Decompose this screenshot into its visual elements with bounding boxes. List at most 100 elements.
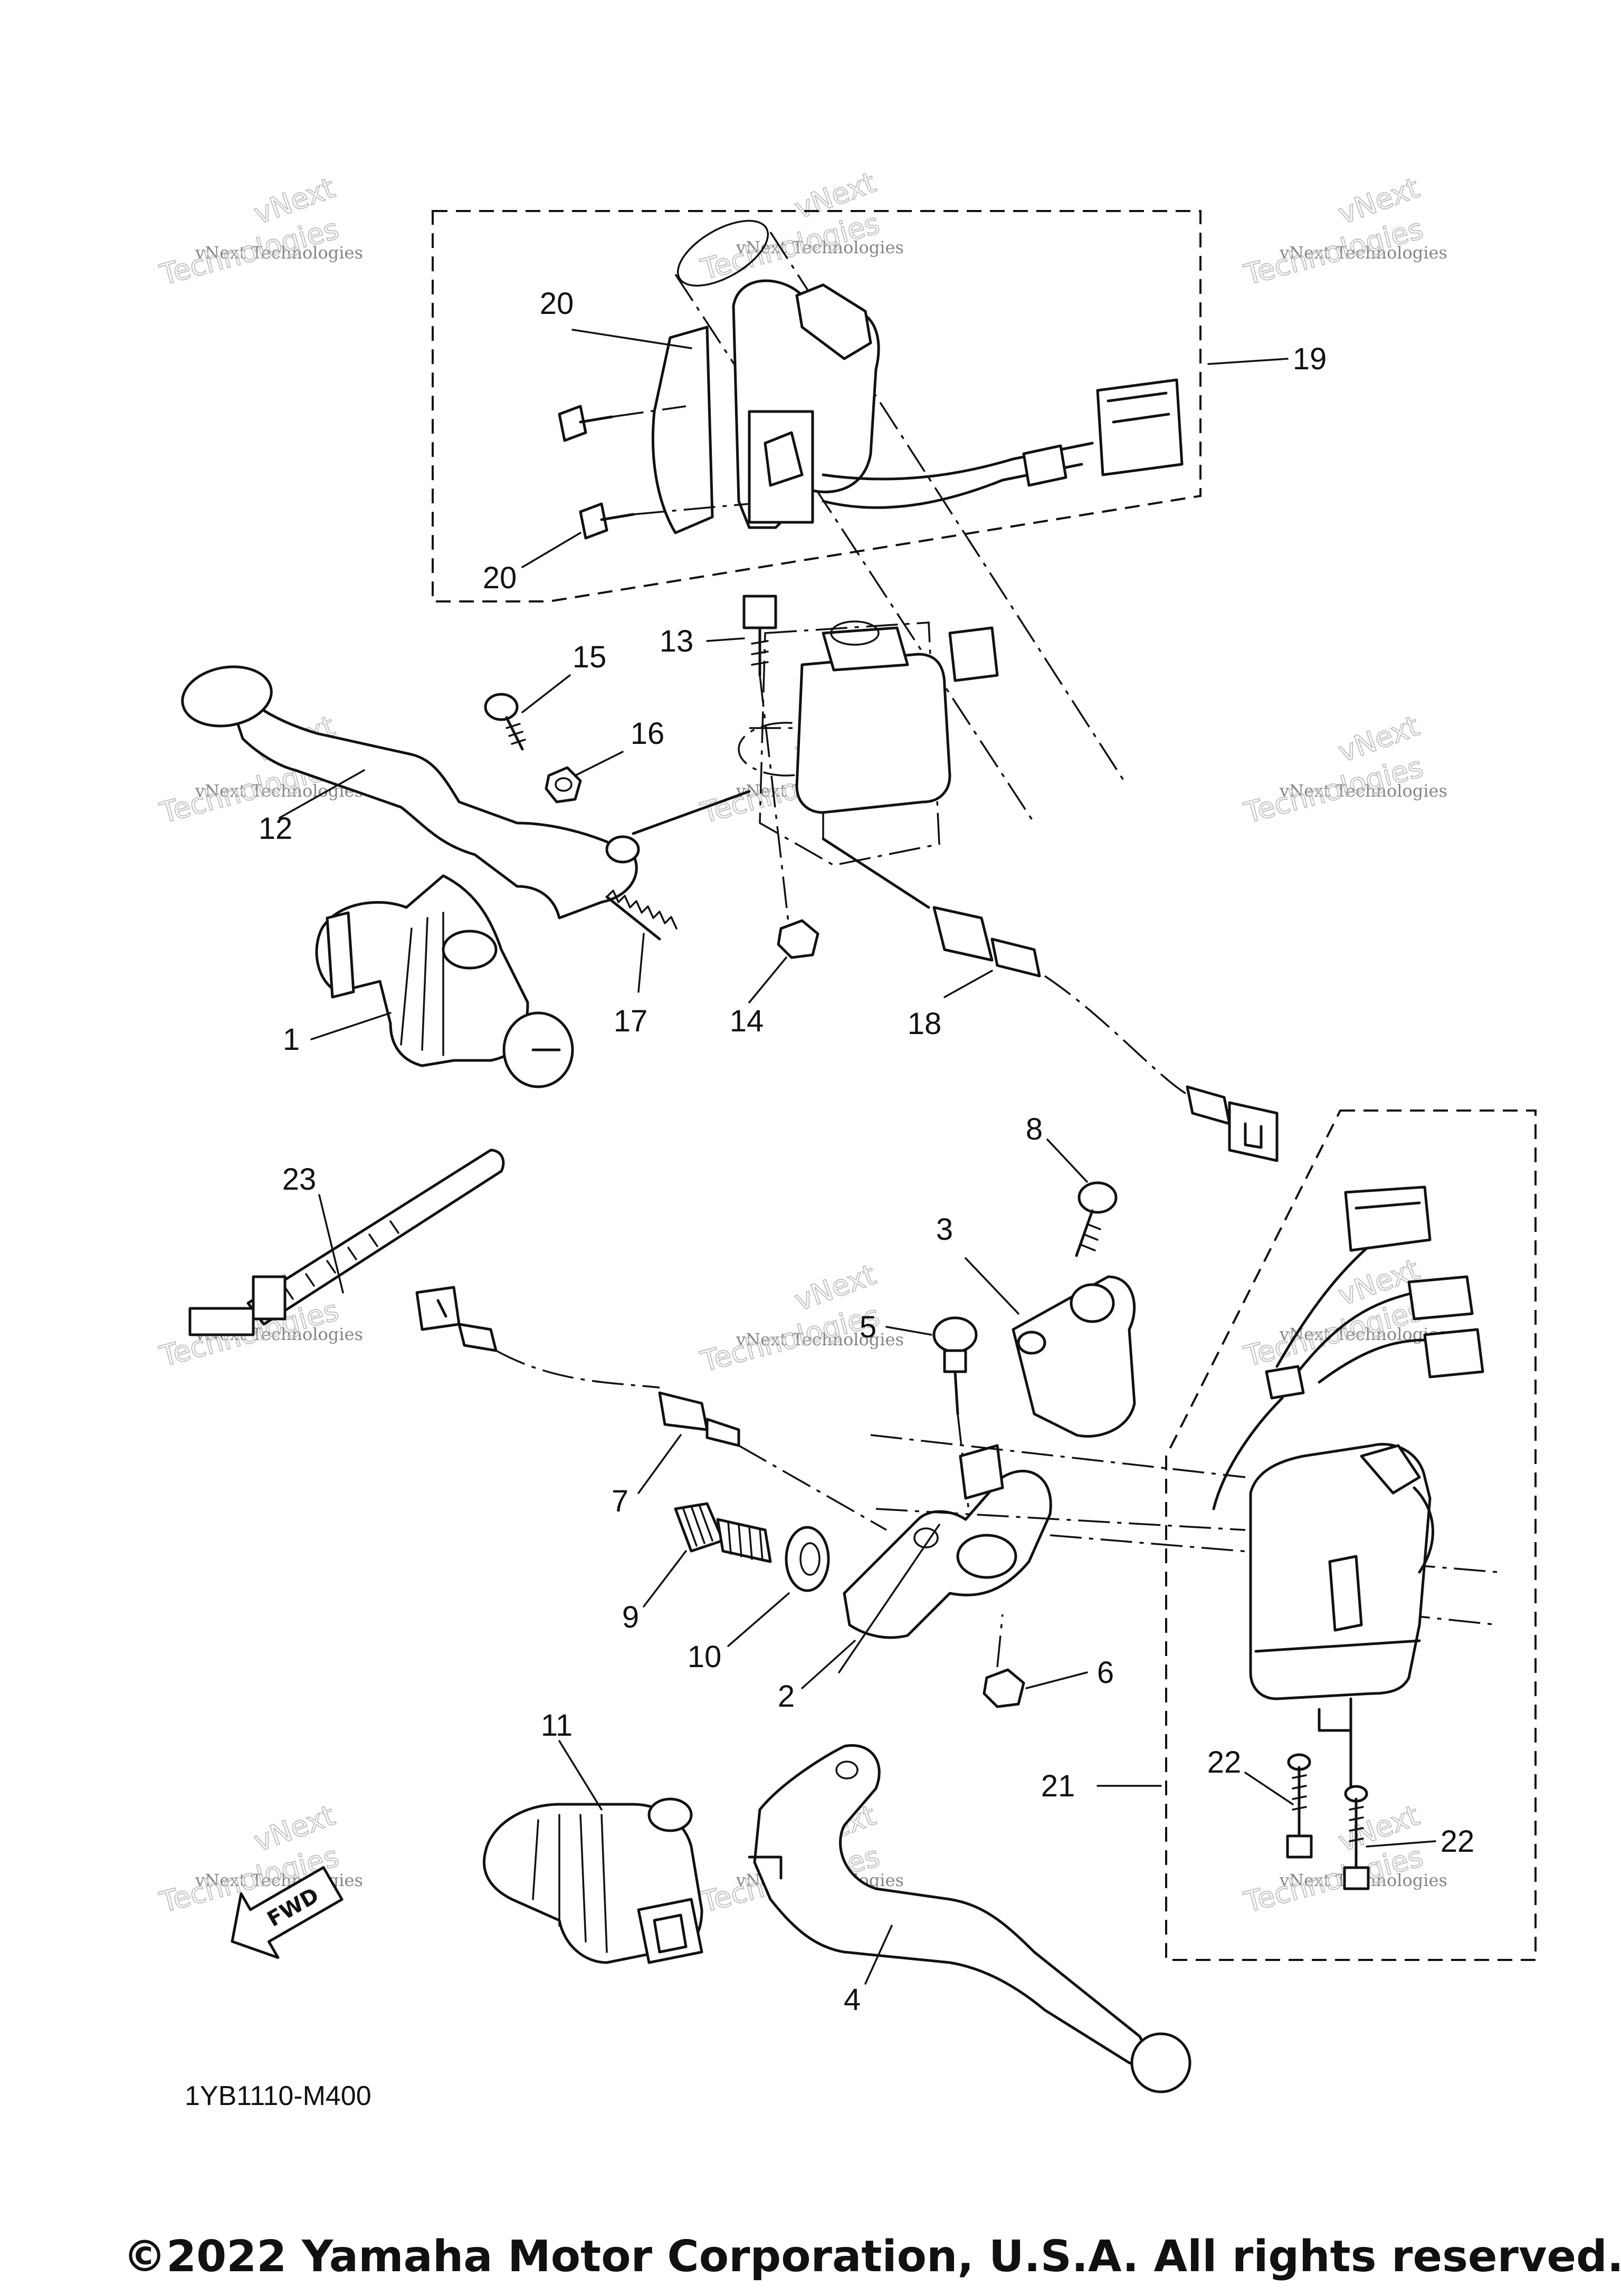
callout-5: 5 [860, 1310, 876, 1344]
leader-4 [864, 1925, 893, 1985]
watermark-text: vNext Technologies [1279, 781, 1447, 801]
watermark-text: vNext Technologies [1279, 243, 1447, 263]
callout-20-upper: 20 [540, 286, 574, 321]
leader-14 [748, 956, 787, 1003]
switch-wire [1296, 1291, 1416, 1373]
bracket-3 [1012, 1275, 1136, 1438]
bracket-hole [1070, 1283, 1115, 1323]
adjuster-9 [674, 1502, 772, 1563]
leader-20-upper [571, 329, 692, 349]
wire-sleeve [1022, 444, 1067, 487]
copyright-notice: ©2022 Yamaha Motor Corporation, U.S.A. A… [123, 2232, 1621, 2282]
bolt-axis [759, 675, 793, 950]
nut-body [545, 766, 582, 803]
watermark: vNext vNext Technologies Technologies [1240, 170, 1447, 292]
callout-2: 2 [778, 1679, 795, 1714]
switch-tip [705, 1418, 740, 1447]
watermark-text: vNext Technologies [736, 1329, 904, 1350]
band-lock [252, 1275, 287, 1321]
leader-5 [885, 1326, 932, 1336]
leader-10 [727, 1592, 790, 1647]
switch-wire [822, 463, 1083, 509]
leader-6 [1025, 1671, 1088, 1689]
leader-18 [943, 970, 993, 998]
leader-15 [521, 674, 571, 713]
lever-ball-end [181, 665, 273, 728]
clutch-switch-7 [415, 1286, 887, 1531]
locknut-10 [785, 1526, 830, 1592]
switch-boot [990, 937, 1041, 978]
leader-17 [637, 933, 645, 993]
callout-16: 16 [631, 716, 665, 751]
spring-axis [605, 895, 661, 941]
switch-seam [1254, 1639, 1421, 1653]
spring-17 [605, 889, 678, 941]
brake-switch-18 [822, 837, 1279, 1162]
switch-connector [415, 1286, 461, 1331]
screw-axis [612, 405, 686, 418]
cap-detail [830, 620, 880, 646]
switch-clamp [748, 410, 814, 524]
watermark: vNext vNext Technologies Technologies [697, 165, 904, 287]
leader-1 [310, 1012, 392, 1040]
handlebar-switch-19 [651, 219, 1184, 824]
switch-connector [1096, 378, 1184, 476]
bolt-thread [506, 723, 526, 745]
callout-1: 1 [283, 1022, 300, 1057]
switch-axis [738, 1444, 887, 1531]
screw-head [558, 405, 587, 442]
screw-shank [600, 513, 635, 521]
boot-ribs [400, 912, 444, 1056]
leader-3 [965, 1257, 1019, 1315]
callout-4: 4 [844, 1983, 861, 2017]
callout-6: 6 [1097, 1656, 1114, 1690]
callout-22-left: 22 [1207, 1745, 1242, 1780]
screw-axis [633, 503, 750, 515]
holder-bore [956, 1534, 1017, 1579]
bolt-head [932, 1316, 978, 1353]
holder-tab [959, 1444, 1004, 1500]
screw-22-left [1286, 1753, 1313, 1859]
lever-arm [753, 1744, 1147, 2065]
boot-tab [326, 911, 355, 999]
lever-arm [220, 674, 638, 920]
arrow-shape [231, 1866, 344, 1959]
leader-9 [643, 1550, 687, 1608]
callout-9: 9 [622, 1600, 639, 1634]
switch-axis [822, 837, 930, 909]
switch-bracket [651, 326, 714, 534]
watermark: vNext vNext Technologies Technologies [1240, 709, 1447, 830]
switch-connector [1228, 1101, 1279, 1162]
bolt-15 [484, 693, 526, 751]
callout-14: 14 [730, 1004, 764, 1038]
leader-2 [801, 1640, 856, 1689]
nut-14 [777, 919, 819, 959]
boot-bulb [647, 1797, 693, 1832]
bolt-thread [751, 640, 769, 666]
boot-end-slot [653, 1914, 688, 1954]
leader-7 [637, 1434, 682, 1494]
reservoir-cap [822, 626, 909, 672]
switch-lever [1328, 1555, 1363, 1632]
spring-coil [606, 889, 678, 930]
bolt-head [742, 595, 777, 629]
clamp-mount [948, 626, 999, 682]
bolt-shank [953, 1370, 959, 1415]
bolt-collar [943, 1349, 967, 1373]
leader-8 [1046, 1139, 1088, 1183]
switch-wire [1318, 1338, 1426, 1384]
bolt-thread [1081, 1223, 1101, 1251]
callout-8: 8 [1026, 1112, 1043, 1146]
nut-axis [996, 1614, 1004, 1668]
band-strap [246, 1149, 505, 1326]
screw-20-upper [558, 405, 686, 442]
holder-hole [913, 1527, 939, 1548]
callout-17: 17 [614, 1004, 648, 1038]
nut-hole [555, 777, 573, 792]
wire-sleeve [1265, 1365, 1305, 1400]
switch-connector [1344, 1185, 1432, 1252]
assembly-axis [870, 1434, 1246, 1478]
switch-button [1360, 1444, 1421, 1495]
bolt-13 [742, 595, 793, 950]
switch-connector [1407, 1275, 1474, 1321]
